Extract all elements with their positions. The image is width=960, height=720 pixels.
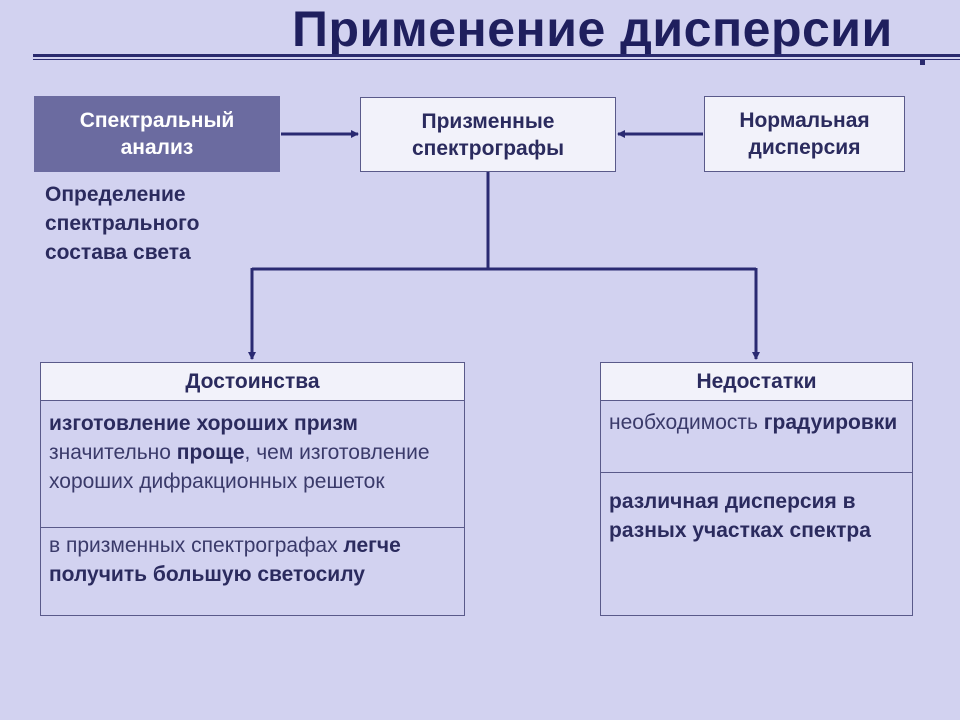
disadvantage-item-1: необходимость градуировки: [601, 401, 912, 472]
advantage-1-text-a: значительно: [49, 441, 177, 464]
advantage-2-text: в призменных спектрографах: [49, 534, 344, 557]
advantage-2-bold: легче получить большую светосилу: [49, 534, 401, 586]
disadvantages-panel: Недостатки необходимость градуировки раз…: [600, 362, 913, 616]
prism-spectrographs-line1: Призменные: [421, 109, 555, 133]
slide-title: Применение дисперсии: [292, 1, 893, 57]
prism-spectrographs-box: Призменные спектрографы: [360, 97, 616, 172]
normal-dispersion-line2: дисперсия: [748, 136, 861, 159]
advantage-1-text-b: , чем изготовление хороших дифракционных…: [49, 441, 430, 493]
description-line3: состава света: [45, 241, 191, 264]
advantages-panel: Достоинства изготовление хороших призм з…: [40, 362, 465, 616]
disadvantage-1-bold: градуировки: [763, 411, 898, 434]
spectral-analysis-line2: анализ: [120, 136, 194, 159]
prism-spectrographs-line2: спектрографы: [411, 136, 565, 160]
advantages-header: Достоинства: [41, 363, 464, 401]
advantage-item-2: в призменных спектрографах легче получит…: [41, 527, 464, 589]
normal-dispersion-line1: Нормальная: [739, 109, 870, 132]
description-line2: спектрального: [45, 212, 200, 235]
disadvantage-item-2: различная дисперсия в разных участках сп…: [601, 472, 912, 545]
description-line1: Определение: [45, 183, 186, 206]
spectral-analysis-line1: Спектральный: [79, 109, 235, 132]
title-underline-thin: [33, 59, 960, 60]
corner-dot: [920, 60, 925, 65]
title-underline: [33, 54, 960, 57]
disadvantages-header: Недостатки: [601, 363, 912, 401]
disadvantage-1-text: необходимость: [609, 411, 764, 434]
advantage-item-1: изготовление хороших призм значительно п…: [41, 401, 464, 527]
spectral-analysis-description: Определение спектрального состава света: [45, 180, 305, 267]
advantage-1-bold-a: изготовление хороших призм: [49, 412, 358, 435]
advantage-1-bold-b: проще: [176, 441, 245, 464]
spectral-analysis-box: Спектральный анализ: [34, 96, 280, 172]
normal-dispersion-box: Нормальная дисперсия: [704, 96, 905, 172]
disadvantage-2-bold: различная дисперсия в разных участках сп…: [609, 490, 871, 542]
